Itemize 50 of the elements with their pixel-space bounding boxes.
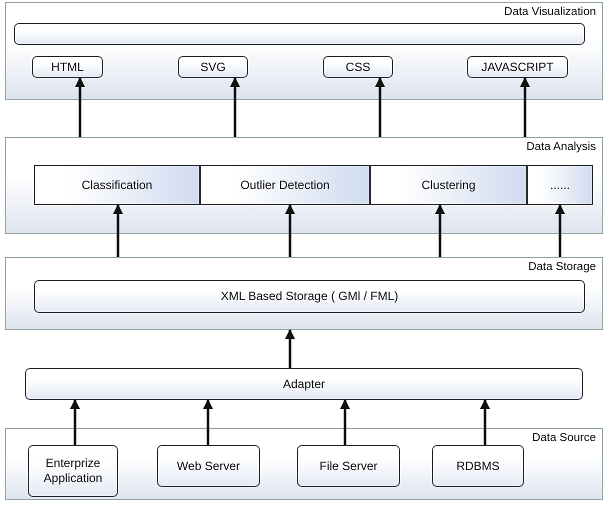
layer-title: Data Storage <box>528 261 596 273</box>
component-label: RDBMS <box>456 458 500 474</box>
segment-box <box>527 165 593 205</box>
component-box <box>14 23 585 45</box>
layer-title: Data Source <box>532 432 596 444</box>
arrow <box>203 399 213 445</box>
component-label: File Server <box>319 458 378 474</box>
arrow <box>230 77 240 137</box>
component-label: XML Based Storage ( GMl / FML) <box>220 289 398 304</box>
component-label: Classification <box>82 178 152 192</box>
component-label: Enterprize Application <box>42 456 104 486</box>
component-label: ...... <box>550 178 570 192</box>
arrow <box>520 77 530 137</box>
arrow <box>285 204 295 257</box>
component-box <box>178 56 248 78</box>
component-label: Clustering <box>421 178 476 192</box>
segment-box <box>200 165 370 205</box>
component-box <box>432 445 524 487</box>
component-label: JAVASCRIPT <box>481 60 554 74</box>
arrow <box>340 399 350 445</box>
component-box <box>467 56 568 78</box>
component-box <box>157 445 260 487</box>
arrow <box>435 204 445 257</box>
component-box <box>323 56 393 78</box>
component-box <box>25 368 583 400</box>
component-label: Outlier Detection <box>240 178 330 192</box>
layer-panel <box>5 257 603 330</box>
arrow <box>375 77 385 137</box>
component-label: Web Server <box>176 458 240 474</box>
arrow <box>555 204 565 257</box>
segment-box <box>34 165 200 205</box>
layer-title: Data Visualization <box>504 6 596 18</box>
arrow <box>285 329 295 368</box>
layer-panel <box>5 428 603 500</box>
component-label: HTML <box>51 60 84 74</box>
layer-panel <box>5 2 603 100</box>
layer-panel <box>5 137 603 234</box>
segment-box <box>370 165 527 205</box>
component-box <box>297 445 400 487</box>
component-label: SVG <box>200 60 226 74</box>
component-label: CSS <box>346 60 370 74</box>
component-box <box>32 56 103 78</box>
component-box <box>28 445 118 497</box>
arrow <box>480 399 490 445</box>
component-box <box>34 280 585 313</box>
component-label: Adapter <box>282 376 326 392</box>
layer-title: Data Analysis <box>526 141 596 153</box>
arrow <box>70 399 80 445</box>
arrow <box>75 77 85 137</box>
arrow <box>113 204 123 257</box>
